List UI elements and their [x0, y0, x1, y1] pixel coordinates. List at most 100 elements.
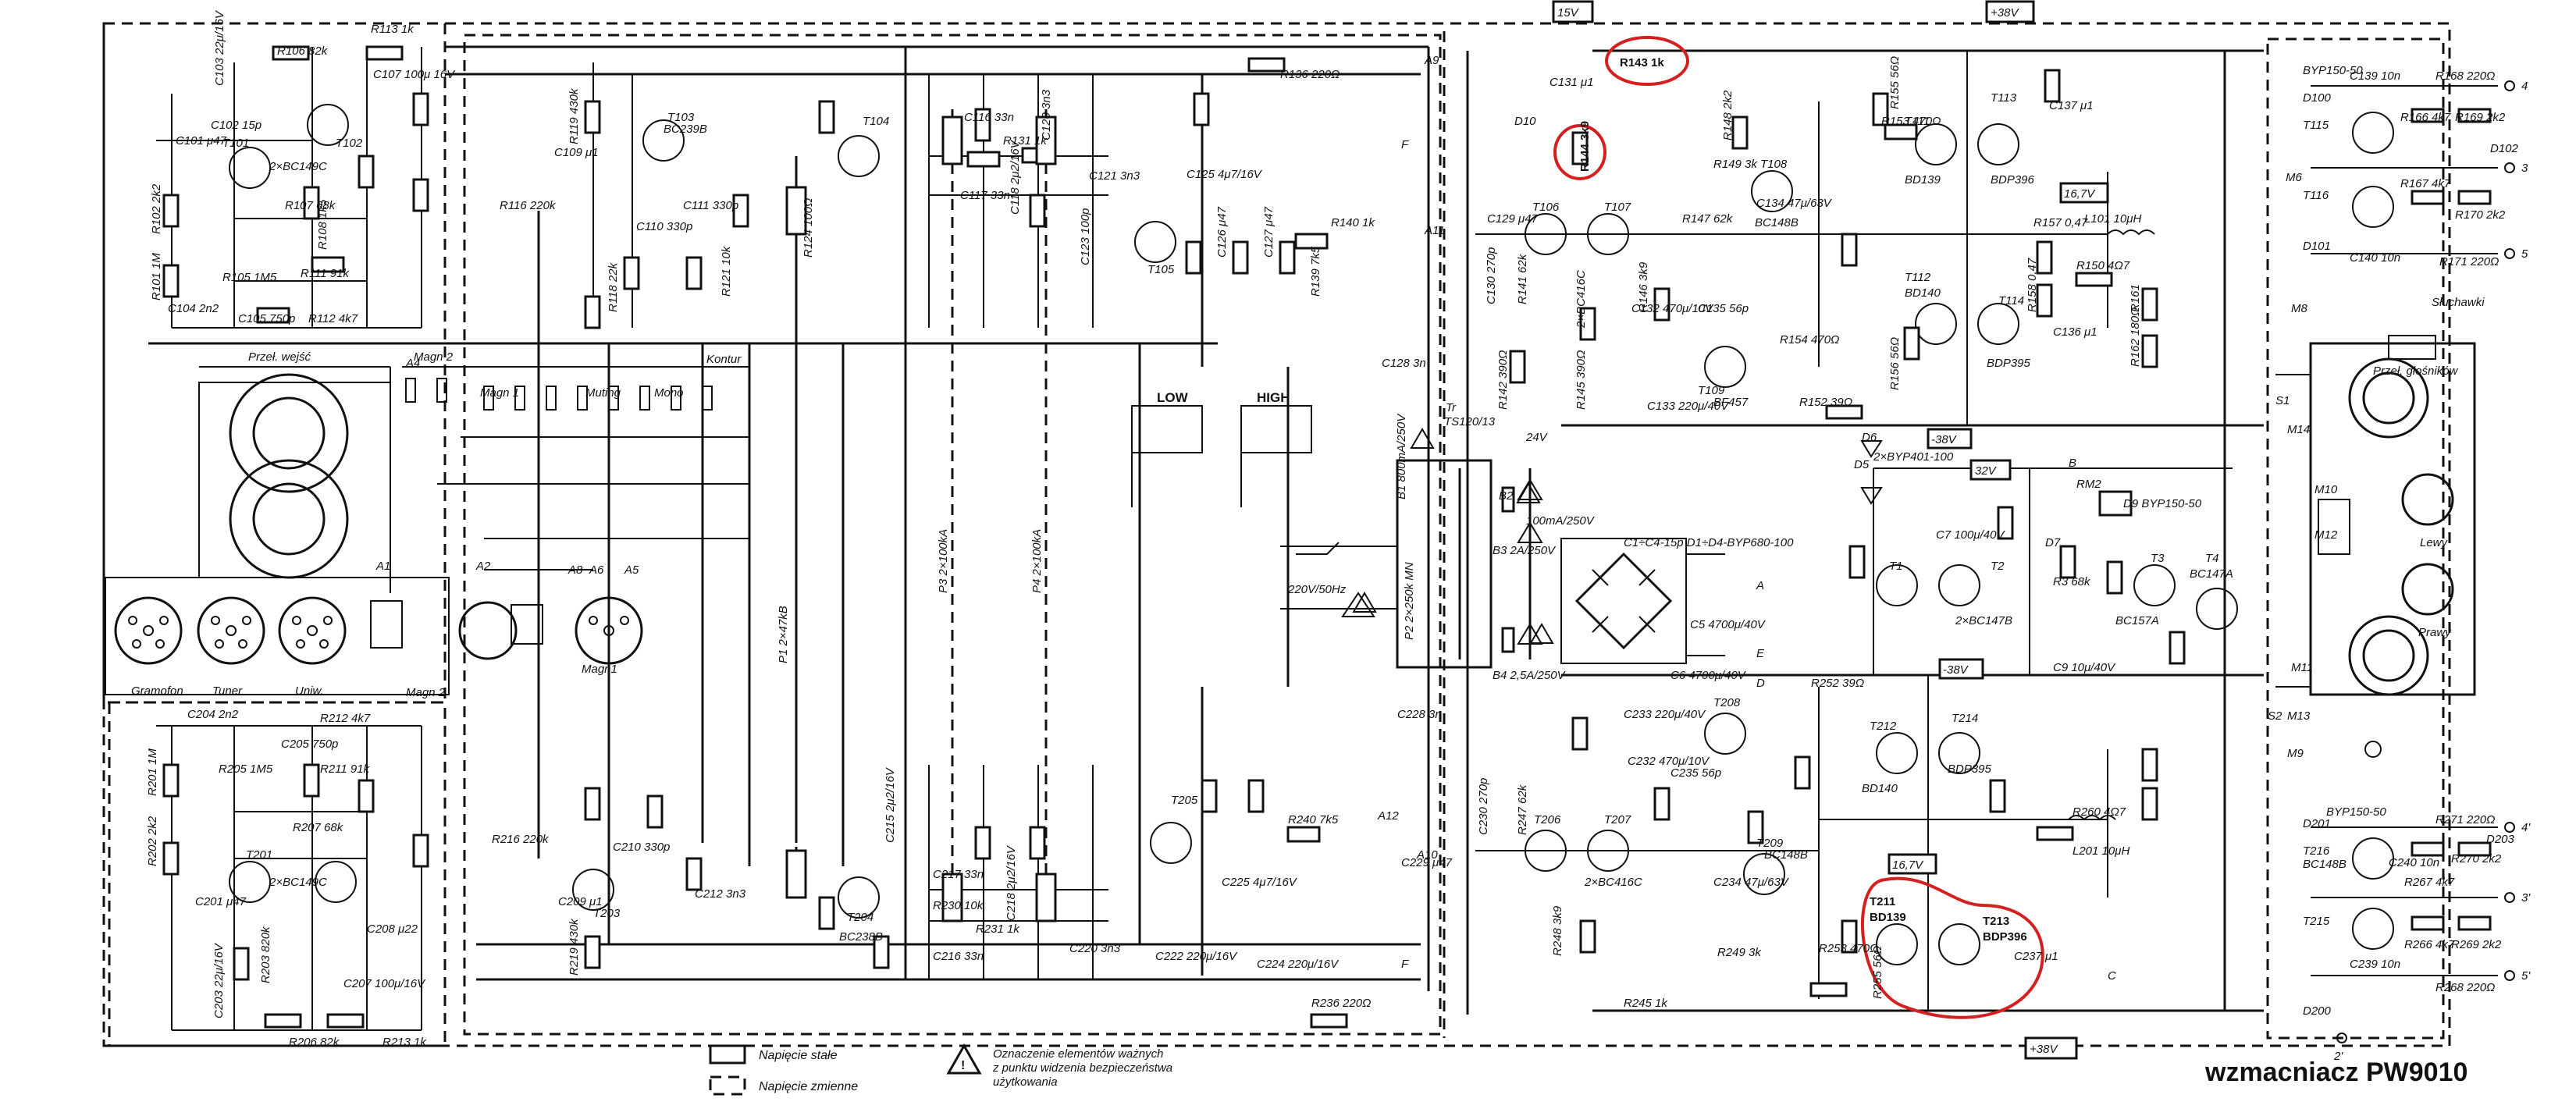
label-bf457-1: BF457 — [1713, 396, 1749, 409]
label-r146: R146 3k9 — [1637, 261, 1650, 312]
label-l101: L101 10μH — [2084, 212, 2141, 226]
label-t2: T2 — [1991, 560, 2005, 573]
label-c225: C225 4μ7/16V — [1222, 876, 1298, 889]
bridge-label: C1÷C4-15p D1÷D4-BYP680-100 — [1624, 536, 1794, 549]
switch-high: HIGH — [1257, 390, 1290, 405]
warning-icon — [1516, 482, 1541, 503]
label-t103: T103 — [667, 111, 695, 124]
label-r231: R231 1k — [976, 922, 1020, 936]
input-sockets — [105, 577, 643, 695]
label-r113: R113 1k — [371, 23, 415, 36]
fuse-b4: B4 2,5A/250V — [1493, 669, 1567, 682]
preamp-lower-frame — [108, 701, 447, 1047]
label-r149: R149 3k — [1713, 158, 1758, 171]
switch-label-magn2-lower: Magn 2 — [406, 686, 446, 699]
tone-control-lower — [572, 765, 1348, 1029]
label-c217: C217 33n — [933, 868, 984, 881]
label-c117: C117 33n — [960, 189, 1010, 202]
label-c129: C129 μ47 — [1487, 212, 1539, 226]
label-c5: C5 4700μ/40V — [1690, 618, 1767, 631]
socket-label-gramofon: Gramofon — [131, 684, 183, 698]
transistor-t116 — [2352, 186, 2394, 228]
tone-control-upper — [584, 57, 1329, 329]
label-c7: C7 100μ/40V — [1936, 528, 2005, 542]
label-t106: T106 — [1532, 201, 1560, 214]
headphones-label: Słuchawki — [2432, 296, 2485, 309]
label-t1: T1 — [1889, 560, 1903, 573]
label-r247: R247 62k — [1516, 784, 1529, 835]
label-c230: C230 270p — [1477, 778, 1490, 835]
fuse-b3: B3 2A/250V — [1493, 544, 1557, 557]
node-c: C — [2108, 969, 2116, 983]
transistor-t105 — [1134, 221, 1176, 263]
label-c135: C135 56p — [1698, 302, 1749, 315]
label-r152: R152 39Ω — [1799, 396, 1852, 409]
label-r268: R268 220Ω — [2435, 981, 2495, 994]
fuse-b1: B1 800mA/250V — [1395, 413, 1408, 499]
transistor-t205 — [1150, 822, 1192, 864]
label-c133: C133 220μ/40V — [1647, 400, 1730, 413]
node-e: E — [1756, 647, 1765, 660]
jack-a1: A1 — [375, 560, 390, 573]
label-r112: R112 4k7 — [308, 312, 358, 325]
terminal-m13: M13 — [2287, 709, 2311, 723]
transistor-t216 — [2352, 837, 2394, 880]
rail-38v-neg: -38V — [1931, 433, 1958, 446]
label-r157: R157 0,47 — [2033, 216, 2088, 229]
label-r162: R162 180Ω — [2129, 307, 2142, 367]
rail-15v: 15V — [1557, 6, 1580, 20]
label-c120: C120 3n3 — [1040, 89, 1053, 140]
label-c128: C128 3n — [1382, 357, 1426, 370]
label-c237: C237 μ1 — [2014, 950, 2058, 963]
label-t114: T114 — [1998, 294, 2024, 307]
label-r219: R219 430k — [568, 918, 581, 976]
label-t102: T102 — [336, 137, 363, 150]
label-bc147a: BC147A — [2190, 567, 2233, 581]
label-c235: C235 56p — [1670, 766, 1721, 780]
transistor-t4 — [2196, 588, 2238, 630]
label-r121: R121 10k — [720, 245, 733, 297]
label-c140: C140 10n — [2350, 251, 2400, 265]
legend-dashed-swatch — [709, 1075, 746, 1096]
node-b: B — [2069, 457, 2076, 470]
terminal-m10: M10 — [2314, 483, 2338, 496]
label-c121: C121 3n3 — [1089, 169, 1140, 183]
label-c234: C234 47μ/63V — [1713, 876, 1790, 889]
warning-icon — [1352, 592, 1377, 613]
out-5p: 5' — [2521, 969, 2531, 983]
label-c139: C139 10n — [2350, 69, 2400, 83]
label-c9: C9 10μ/40V — [2053, 661, 2116, 674]
label-r260: R260 4Ω7 — [2073, 805, 2126, 819]
label-c131: C131 μ1 — [1550, 76, 1594, 89]
speaker-right-label: Prawy — [2418, 626, 2452, 639]
label-r116: R116 220k — [500, 199, 557, 212]
switch-label-magn2: Magn 2 — [414, 350, 454, 364]
transistor-t114 — [1977, 303, 2019, 345]
label-r167: R167 4k7 — [2400, 177, 2451, 190]
label-t113: T113 — [1991, 91, 2017, 105]
label-t115: T115 — [2303, 119, 2329, 132]
socket-magn1 — [575, 596, 643, 665]
diagram-title: wzmacniacz PW9010 — [2204, 1057, 2467, 1087]
label-r203: R203 820k — [259, 926, 272, 983]
label-c130: C130 270p — [1485, 247, 1498, 304]
transistor-t204 — [838, 876, 880, 919]
label-t116: T116 — [2303, 189, 2329, 202]
socket-gramofon — [114, 596, 183, 665]
label-c232: C232 470μ/10V — [1628, 755, 1710, 768]
relay-rm2 — [2098, 490, 2133, 517]
label-c123: C123 100p — [1079, 208, 1092, 265]
transistor-t202 — [315, 861, 357, 903]
label-c127: C127 μ47 — [1262, 206, 1276, 258]
transformer-label: Tr — [1446, 401, 1457, 414]
label-pair206: 2×BC416C — [1584, 876, 1642, 889]
node-a11: A11 — [1424, 224, 1445, 237]
warning-markers — [1352, 428, 1554, 644]
label-r270: R270 2k2 — [2451, 852, 2502, 866]
pot-p4: P4 2×100kA — [1030, 529, 1044, 593]
terminal-m6: M6 — [2286, 171, 2302, 184]
label-r141: R141 62k — [1516, 253, 1529, 304]
out-4: 4 — [2521, 80, 2528, 93]
label-c125: C125 4μ7/16V — [1187, 168, 1263, 181]
label-r118: R118 22k — [607, 261, 620, 312]
